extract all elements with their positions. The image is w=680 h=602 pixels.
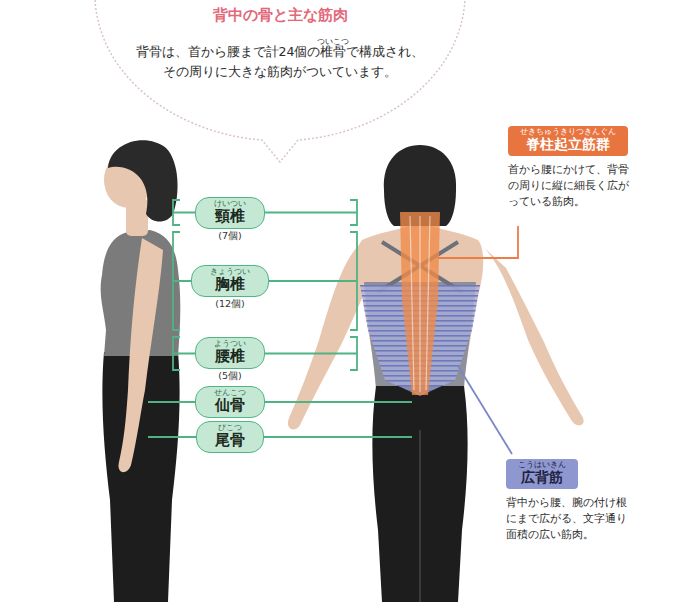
vertebra-label: ようつい腰椎(5個) — [195, 337, 265, 369]
part-name: 胸椎 — [210, 276, 250, 293]
leader-line — [438, 226, 518, 258]
description: 首から腰にかけて、背骨の周りに縦に細長く広がっている筋肉。 — [508, 162, 632, 210]
furigana: ようつい — [214, 339, 246, 348]
muscle-label: せきちゅうきりつきんぐん脊柱起立筋群首から腰にかけて、背骨の周りに縦に細長く広が… — [508, 126, 628, 156]
furigana: びこつ — [215, 423, 245, 432]
bracket — [173, 200, 180, 370]
vertebra-label: けいつい頸椎(7個) — [195, 197, 265, 229]
part-name: 仙骨 — [214, 397, 246, 414]
furigana: せんこつ — [214, 388, 246, 397]
part-name: 頸椎 — [214, 208, 246, 225]
description: 背中から腰、腕の付け根にまで広がる、文字通り面積の広い筋肉。 — [506, 495, 630, 543]
leg-gap — [419, 430, 421, 602]
muscle-label: こうはいきん広背筋背中から腰、腕の付け根にまで広がる、文字通り面積の広い筋肉。 — [506, 459, 578, 489]
vertebra-count: (5個) — [218, 370, 241, 381]
side-figure — [101, 140, 181, 602]
vertebra-count: (7個) — [218, 230, 241, 241]
right-arm — [478, 242, 584, 425]
furigana: せきちゅうきりつきんぐん — [520, 127, 616, 136]
vertebra-label: きょうつい胸椎(12個) — [191, 265, 269, 297]
leggings — [372, 386, 467, 602]
title: 背中の骨と主な筋肉 — [80, 5, 480, 25]
vertebra-count: (12個) — [215, 298, 245, 309]
erector-spinae-area — [400, 212, 440, 395]
vertebra-label: びこつ尾骨 — [196, 421, 264, 453]
leader-line — [148, 213, 412, 438]
furigana: きょうつい — [210, 267, 250, 276]
spine-lines — [148, 200, 412, 437]
furigana: けいつい — [214, 199, 246, 208]
hair — [108, 140, 178, 221]
leader-line — [458, 366, 512, 454]
subtitle: 背骨は、首から腰まで計24個の椎骨で構成され、その周りに大きな筋肉がついています… — [130, 42, 430, 82]
part-name: 腰椎 — [214, 348, 246, 365]
furigana: こうはいきん — [518, 460, 566, 469]
part-name: 広背筋 — [518, 469, 566, 486]
erector-stripes — [410, 216, 430, 392]
part-name: 尾骨 — [215, 432, 245, 449]
speech-bubble — [95, 0, 465, 162]
part-name: 脊柱起立筋群 — [520, 136, 616, 153]
ruby-text: ついこつ — [317, 37, 349, 46]
vertebra-label: せんこつ仙骨 — [195, 386, 265, 418]
bracket — [350, 200, 357, 370]
